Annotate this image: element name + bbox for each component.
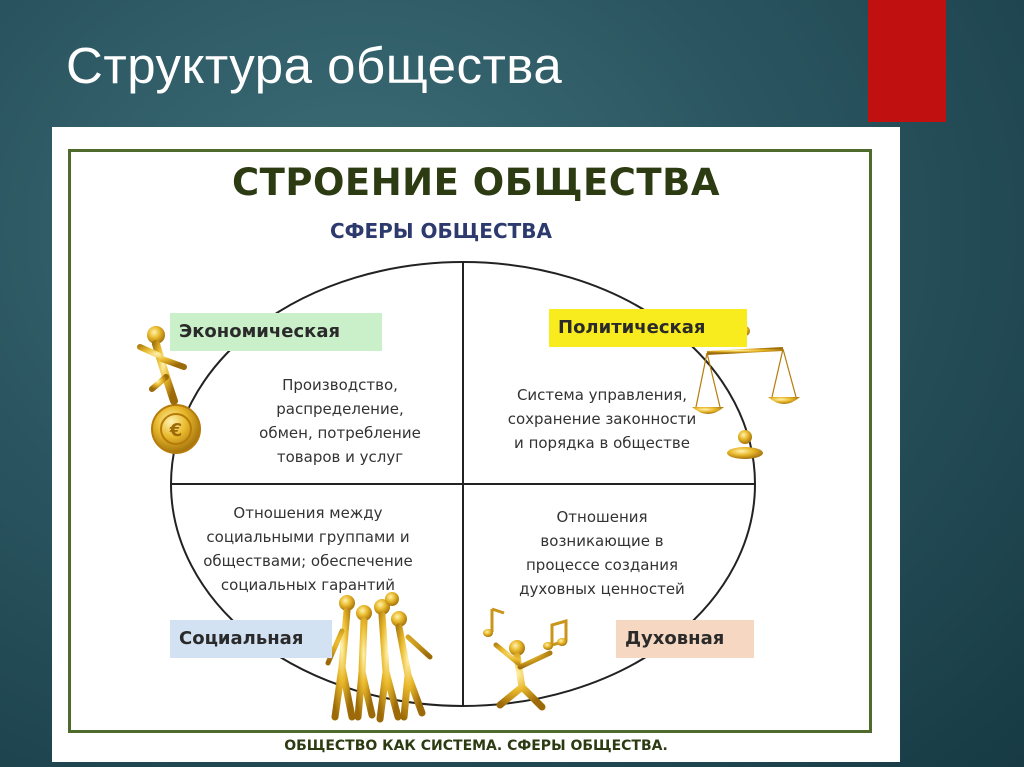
political-sphere-label: Политическая bbox=[549, 309, 747, 347]
gold-figure-notes-icon bbox=[483, 607, 568, 711]
economic-sphere-description: Производство, распределение, обмен, потр… bbox=[259, 376, 421, 466]
slide-title: Структура общества bbox=[66, 37, 563, 94]
spheres-diagram: € bbox=[137, 261, 800, 723]
diagram-card: € bbox=[52, 127, 900, 762]
card-frame bbox=[68, 149, 872, 733]
gold-figures-group-icon bbox=[325, 592, 433, 723]
political-sphere-description: Система управления, сохранение законност… bbox=[507, 386, 697, 452]
svg-text:€: € bbox=[169, 420, 183, 441]
social-sphere-label: Социальная bbox=[170, 620, 332, 658]
economic-sphere-label: Экономическая bbox=[170, 313, 382, 351]
social-sphere-description: Отношения между социальными группами и о… bbox=[203, 504, 413, 594]
accent-bar bbox=[868, 0, 946, 122]
diagram-subtitle: СФЕРЫ ОБЩЕСТВА bbox=[330, 219, 552, 243]
spiritual-sphere-description: Отношения возникающие в процессе создани… bbox=[519, 508, 685, 598]
spiritual-sphere-label: Духовная bbox=[616, 620, 754, 658]
gold-figure-coin-icon: € bbox=[137, 326, 201, 454]
diagram-footer: ОБЩЕСТВО КАК СИСТЕМА. СФЕРЫ ОБЩЕСТВА. bbox=[284, 738, 668, 754]
diagram-title: СТРОЕНИЕ ОБЩЕСТВА bbox=[231, 161, 721, 204]
